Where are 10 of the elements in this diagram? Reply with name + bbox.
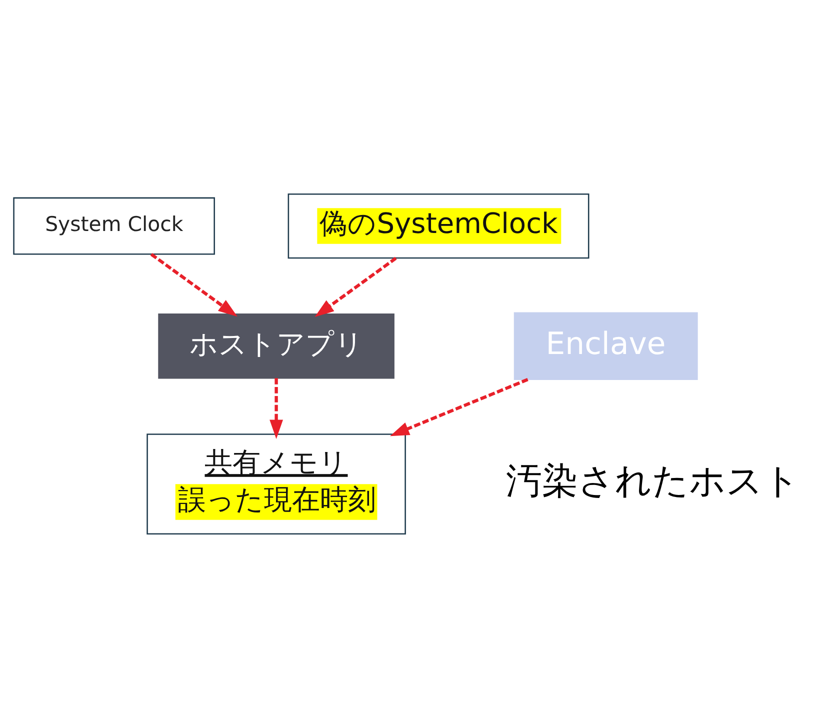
- node-box: System Clock: [13, 197, 215, 255]
- arrow: [270, 378, 284, 439]
- label: 汚染されたホスト: [506, 460, 800, 502]
- arrow: [314, 256, 397, 317]
- arrow: [150, 253, 238, 317]
- arrow: [390, 378, 528, 436]
- node-box: Enclave: [514, 312, 698, 380]
- node-box: 偽のSystemClock: [288, 193, 590, 259]
- node-box: 共有メモリ 誤った現在時刻: [146, 434, 406, 535]
- node-box: ホストアプリ: [158, 314, 394, 379]
